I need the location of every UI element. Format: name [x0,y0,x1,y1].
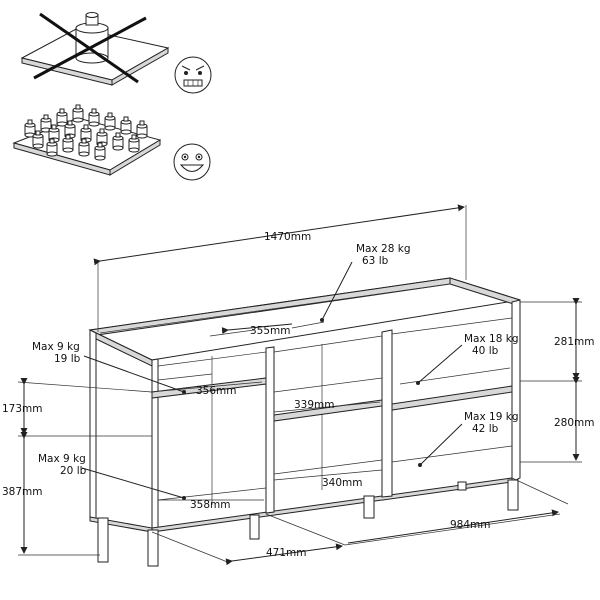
center-shelf-depth-label: 339mm [294,399,335,411]
left-shelf-load-kg: Max 9 kg [32,341,80,353]
right-width-label: 984mm [450,519,491,531]
sideboard-cabinet [88,277,521,567]
angry-face-icon [174,56,212,94]
right-lower-load-kg: Max 19 kg [464,411,519,423]
small-weight-icon [56,108,68,127]
happy-face-icon [173,143,211,181]
right-upper-height-label: 281mm [554,336,595,348]
right-load-illustration [12,104,162,176]
wrong-load-illustration [20,12,170,86]
small-weight-icon [104,112,116,131]
width-label: 1470mm [264,231,311,243]
small-weight-icon [88,108,100,127]
left-lower-height-label: 387mm [2,486,43,498]
left-divider [265,346,275,514]
left-shelf-load-lb: 19 lb [54,353,81,365]
center-bottom-depth-label: 340mm [322,477,363,489]
right-shelf [391,385,513,411]
right-lower-load-lb: 42 lb [472,423,499,435]
cabinet-depth-label: 471mm [266,547,307,559]
small-weight-icon [46,138,58,157]
heavy-weight-icon [75,12,109,64]
top-shelf-depth-label: 355mm [250,325,291,337]
right-upper-load-lb: 40 lb [472,345,499,357]
left-bottom-load-lb: 20 lb [60,465,87,477]
small-weight-icon [62,134,74,153]
left-bottom-load-kg: Max 9 kg [38,453,86,465]
small-weight-icon [72,104,84,123]
small-weight-icon [32,130,44,149]
small-weight-icon [112,132,124,151]
small-weight-icon [78,138,90,157]
cross-mark-icon [33,12,147,84]
right-upper-load-kg: Max 18 kg [464,333,519,345]
cabinet-legs [97,479,519,567]
left-side-panel [151,358,159,529]
load-pointers [81,261,463,500]
small-weight-icon [94,142,106,161]
dimension-lines [17,204,582,566]
small-weight-icon [128,134,140,153]
small-weights [24,104,148,161]
left-upper-height-label: 173mm [2,403,43,415]
right-divider [381,329,393,498]
small-weight-icon [120,116,132,135]
left-bottom-depth-label: 358mm [190,499,231,511]
right-side-panel [511,299,521,483]
left-shelf-depth-label: 356mm [196,385,237,397]
right-lower-height-label: 280mm [554,417,595,429]
left-shelf [151,377,267,399]
top-load-kg: Max 28 kg [356,243,411,255]
small-weight-icon [136,120,148,139]
top-load-lb: 63 lb [362,255,389,267]
